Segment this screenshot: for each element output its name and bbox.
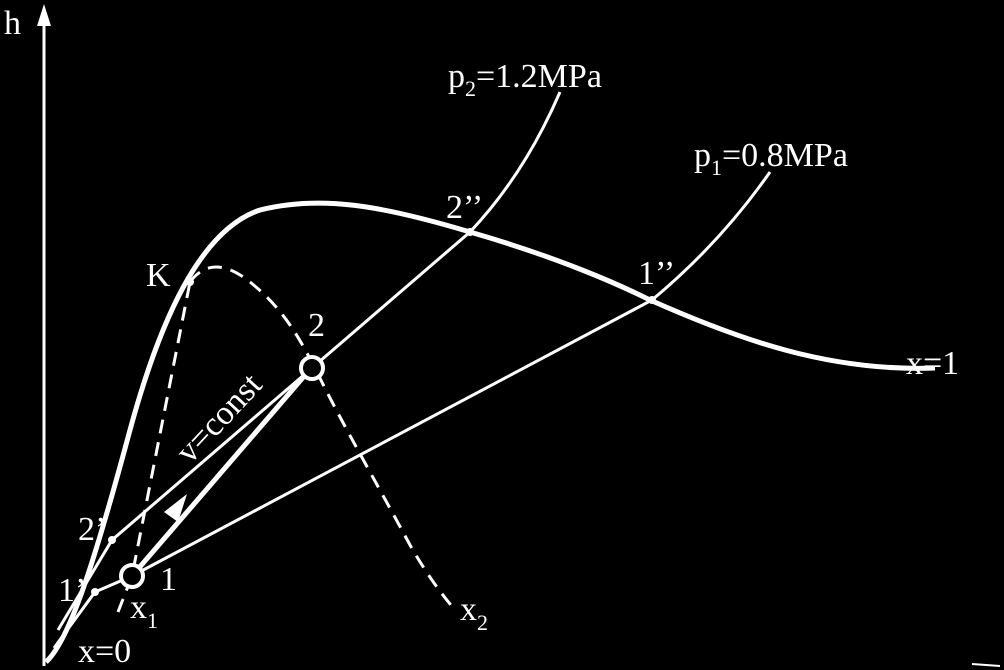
h-axis-arrow-icon xyxy=(37,4,51,26)
label-x0: x=0 xyxy=(78,633,131,670)
label-2dd: 2’’ xyxy=(446,189,483,226)
point-2dd-dot xyxy=(466,228,474,236)
quality-line-x2 xyxy=(188,265,457,611)
label-K: K xyxy=(146,257,171,294)
point-2p-dot xyxy=(108,536,116,544)
label-x2: x2 xyxy=(460,591,488,635)
quality-line-x1 xyxy=(116,281,192,613)
label-1dd: 1’’ xyxy=(638,255,675,292)
label-1: 1 xyxy=(160,561,177,598)
axes: h xyxy=(4,4,1001,667)
process-arrow-icon xyxy=(164,494,187,522)
process-v-const xyxy=(130,372,308,578)
label-2p: 2’ xyxy=(78,511,106,548)
label-2: 2 xyxy=(308,307,325,344)
point-1-marker xyxy=(119,563,145,589)
label-x1-eq-1: x=1 xyxy=(906,345,959,382)
s-axis-stub xyxy=(971,663,1001,667)
point-1dd-dot xyxy=(648,296,656,304)
point-2-marker xyxy=(299,355,325,381)
label-p1: p1=0.8MPa xyxy=(694,137,848,180)
label-p2: p2=1.2MPa xyxy=(448,58,602,101)
process-line-1-2 xyxy=(130,372,308,578)
label-1p: 1’ xyxy=(58,572,86,609)
h-axis-label: h xyxy=(4,5,21,42)
point-1p-dot xyxy=(91,588,99,596)
saturation-curve xyxy=(44,200,936,664)
label-x1: x1 xyxy=(130,589,158,633)
point-K-dot xyxy=(186,278,194,286)
